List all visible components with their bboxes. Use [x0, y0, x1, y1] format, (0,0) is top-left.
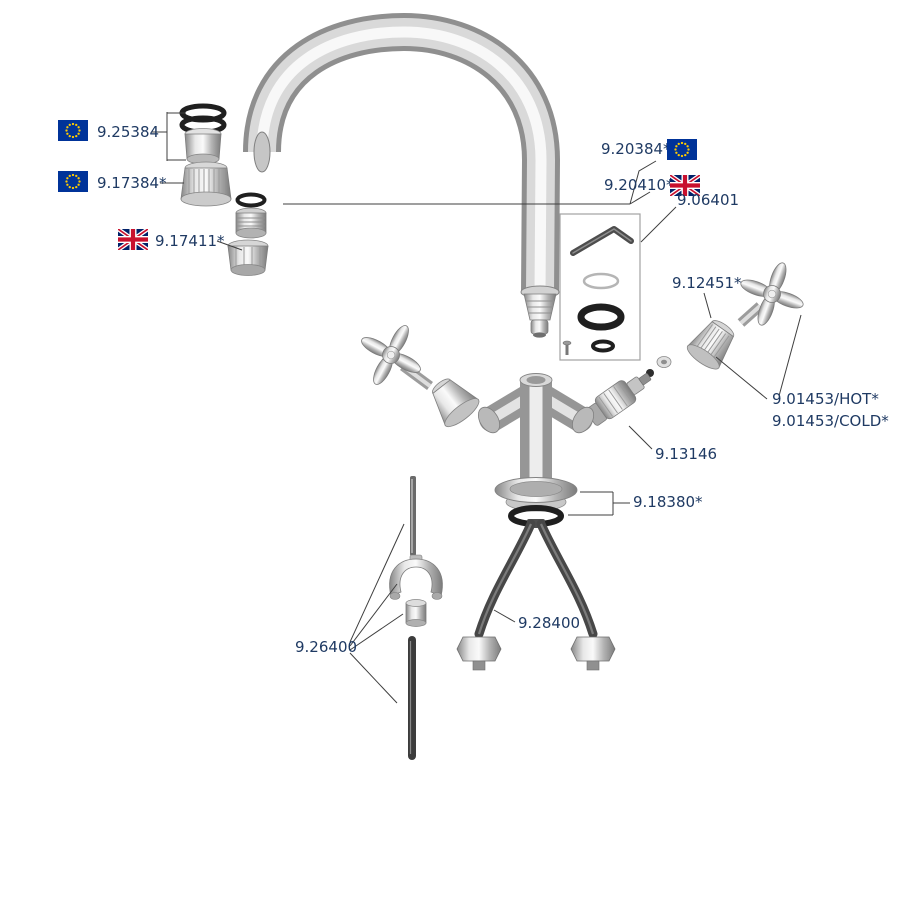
aerator-seal-stack: [179, 103, 227, 165]
part-number: 9.25384: [97, 123, 159, 141]
leader-lines: [152, 112, 802, 704]
grub-screw: [562, 340, 572, 355]
label-926400: 9.26400: [295, 638, 357, 656]
label-920384: 9.20384*: [601, 139, 697, 160]
label-917411: 9.17411*: [118, 229, 225, 250]
oring-large: [577, 303, 625, 331]
eu-flag-icon: [667, 139, 697, 160]
label-901453-cold: 9.01453/COLD*: [772, 412, 889, 430]
seat-washer: [646, 356, 672, 377]
label-901453-hot: 9.01453/HOT*: [772, 390, 879, 408]
part-number: 9.20410*: [604, 176, 674, 194]
cartridge-housing: [686, 320, 735, 370]
supply-tubes: [456, 519, 616, 671]
escutcheon-cone-left: [432, 378, 480, 428]
label-928400: 9.28400: [518, 614, 580, 632]
mounting-bracket: [389, 554, 443, 600]
washer: [582, 272, 620, 290]
base-flange: [494, 477, 578, 512]
part-number: 9.17384*: [97, 174, 167, 192]
label-906401: 9.06401: [677, 191, 739, 209]
part-number: 9.17411*: [155, 232, 225, 250]
spout-oring: [235, 192, 267, 208]
label-912451: 9.12451*: [672, 274, 742, 292]
left-handle-assembly: [345, 309, 480, 428]
right-handle-assembly: [729, 251, 815, 337]
spout-nut: [227, 239, 269, 276]
eu-flag-icon: [58, 120, 88, 141]
mounting-stud-upper: [410, 476, 416, 556]
valve-cartridge: [585, 373, 652, 426]
label-920410: 9.20410*: [604, 175, 700, 196]
uk-flag-icon: [118, 229, 148, 250]
mounting-spacer: [405, 599, 427, 627]
spout-collar-insert: [235, 207, 267, 239]
eu-flag-icon: [58, 171, 88, 192]
label-925384: 9.25384: [58, 120, 159, 141]
label-917384: 9.17384*: [58, 171, 167, 192]
part-labels: 9.25384 9.17384* 9.17411* 9.20384* 9.204…: [58, 120, 889, 656]
label-918380: 9.18380*: [633, 493, 703, 511]
faucet-body: [477, 373, 595, 478]
spout: [243, 12, 561, 338]
label-913146: 9.13146: [655, 445, 717, 463]
part-number: 9.20384*: [601, 140, 671, 158]
tube-nut-right: [570, 636, 616, 662]
allen-key-icon: [570, 226, 634, 256]
mounting-stud-lower: [408, 636, 416, 760]
oring-small: [591, 339, 615, 353]
service-kit-box: [559, 213, 641, 361]
tube-nut-left: [456, 636, 502, 662]
aerator-insert: [180, 161, 232, 207]
